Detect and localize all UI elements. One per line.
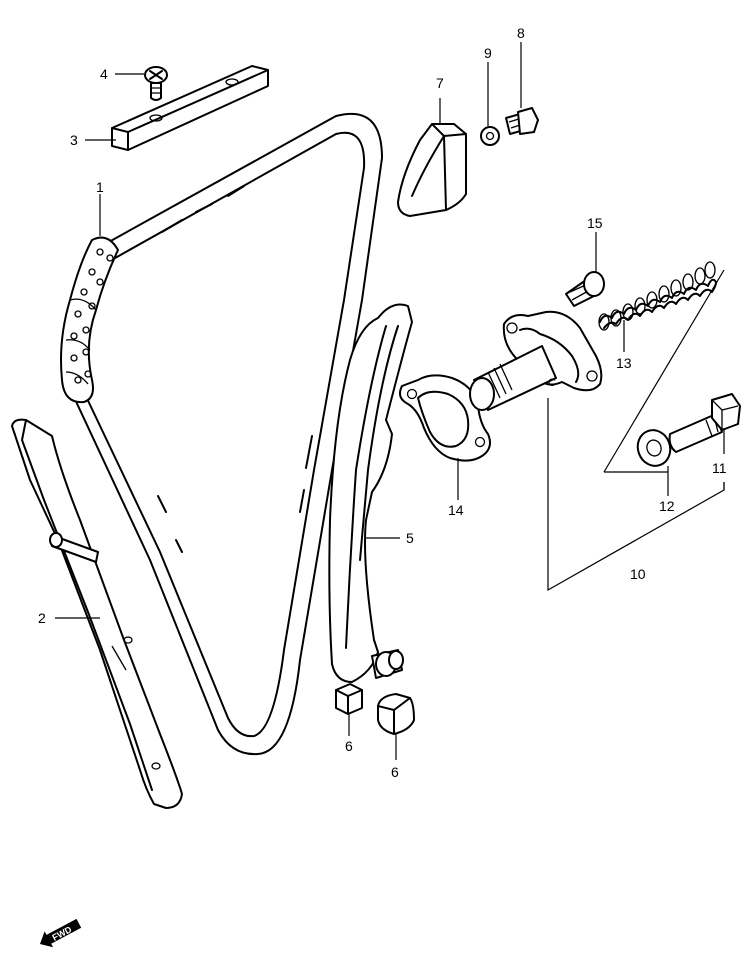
part-13-spring (598, 261, 717, 331)
part-11-bolt (668, 393, 741, 453)
part-4-screw (144, 66, 168, 101)
part-5-tensioner-arm (328, 303, 413, 683)
callout-15: 15 (587, 215, 603, 231)
callout-1: 1 (96, 179, 104, 195)
leader-lines (55, 42, 725, 760)
part-1-cam-chain (60, 112, 383, 756)
callout-9: 9 (484, 45, 492, 61)
callout-10: 10 (630, 566, 646, 582)
part-15-bolt (565, 271, 605, 307)
svg-text:C: C (548, 377, 556, 389)
part-2-chain-guide (11, 418, 183, 809)
callout-14: 14 (448, 502, 464, 518)
part-6-cushion-right (377, 693, 415, 735)
callout-4: 4 (100, 66, 108, 82)
part-9-washer (480, 126, 500, 146)
part-12-washer (636, 429, 672, 467)
part-8-bolt (505, 107, 539, 135)
part-10-tensioner-body: C (469, 310, 603, 411)
callout-8: 8 (517, 25, 525, 41)
part-6-cushion-left (335, 683, 363, 715)
callout-2: 2 (38, 610, 46, 626)
callout-6b: 6 (391, 764, 399, 780)
callout-labels: 1 2 3 4 5 6 6 7 8 9 10 11 12 13 14 15 (38, 25, 727, 780)
callout-7: 7 (436, 75, 444, 91)
part-3-plate (111, 65, 269, 151)
callout-12: 12 (659, 498, 675, 514)
part-7-block (397, 123, 467, 217)
callout-11: 11 (712, 460, 727, 476)
callout-13: 13 (616, 355, 632, 371)
part-14-gasket (399, 374, 491, 462)
chain-links (60, 236, 119, 404)
callout-3: 3 (70, 132, 78, 148)
callout-6a: 6 (345, 738, 353, 754)
callout-5: 5 (406, 530, 414, 546)
fwd-arrow-icon: FWD (40, 918, 82, 948)
